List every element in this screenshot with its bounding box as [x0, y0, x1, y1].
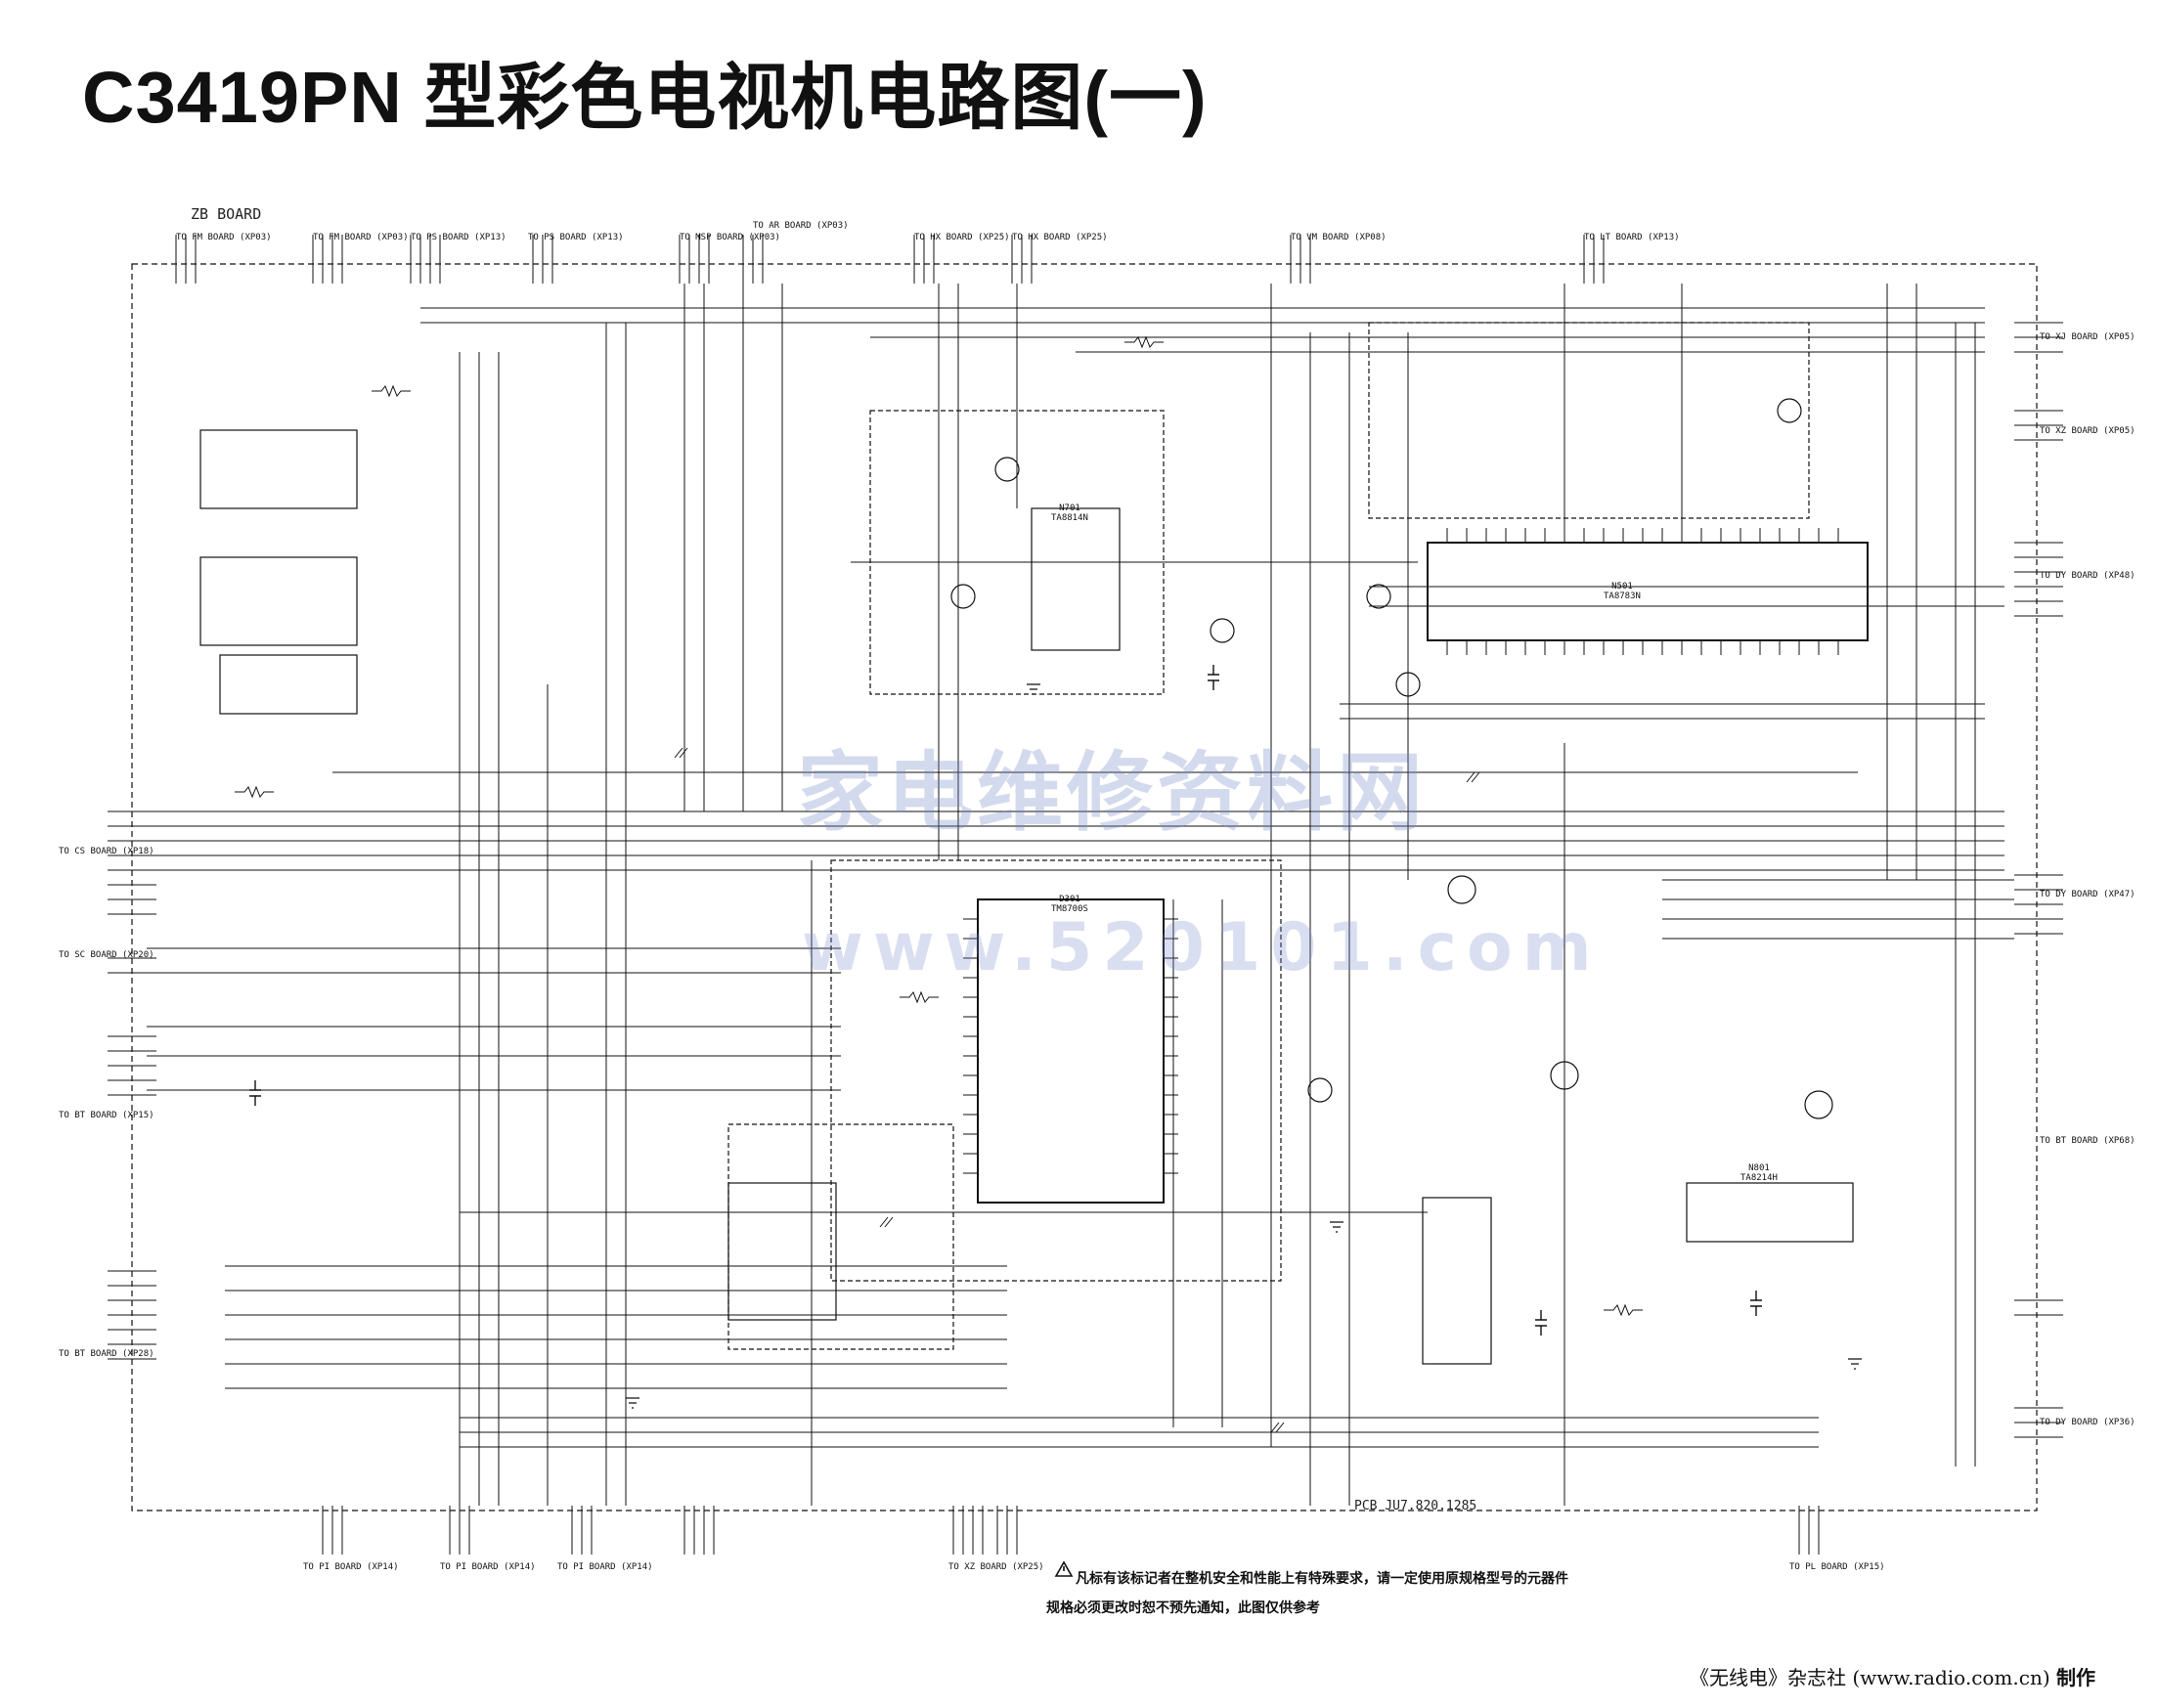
ic-n701 — [1031, 507, 1121, 651]
tuner-block-1 — [199, 429, 358, 509]
connector-label-right-6: TO DY BOARD (XP36) — [2040, 1418, 2136, 1427]
sound-section — [727, 1123, 954, 1350]
credit-url: (www.radio.com.cn) — [1852, 1666, 2050, 1689]
connector-label-top-4: TO PS BOARD (XP13) — [528, 233, 624, 242]
notes: 凡标有该标记者在整机安全和性能上有特殊要求，请一定使用原规格型号的元器件 规格必… — [1046, 1564, 1568, 1623]
credit-publisher: 《无线电》杂志社 — [1689, 1666, 1846, 1689]
connector-label-top-5: TO MSP BOARD (XP03) — [680, 233, 780, 242]
connector-label-right-2: TO XZ BOARD (XP05) — [2040, 426, 2136, 436]
connector-label-bottom-4: TO XZ BOARD (XP25) — [948, 1562, 1044, 1572]
ic-n801 — [1686, 1182, 1854, 1243]
note-line-1: 凡标有该标记者在整机安全和性能上有特殊要求，请一定使用原规格型号的元器件 — [1076, 1571, 1568, 1587]
video-section — [869, 410, 1165, 695]
note-line-2: 规格必须更改时恕不预先通知，此图仅供参考 — [1046, 1600, 1320, 1616]
connector-label-left-4: TO BT BOARD (XP28) — [59, 1349, 154, 1359]
tuner-block-3 — [219, 654, 358, 715]
credit-suffix: 制作 — [2056, 1666, 2095, 1689]
tuner-block-2 — [199, 556, 358, 646]
ic-d301 — [977, 898, 1165, 1204]
connector-label-right-5: TO BT BOARD (XP68) — [2040, 1136, 2136, 1146]
connector-label-right-3: TO DY BOARD (XP48) — [2040, 571, 2136, 581]
board-name: ZB BOARD — [191, 205, 262, 223]
ic-n501 — [1427, 542, 1869, 641]
connector-label-top-2: TO FM BOARD (XP03) — [313, 233, 409, 242]
connector-label-bottom-2: TO PI BOARD (XP14) — [440, 1562, 536, 1572]
page-title: C3419PN 型彩色电视机电路图(一) — [82, 57, 1208, 138]
credit: 《无线电》杂志社 (www.radio.com.cn) 制作 — [1690, 1662, 2095, 1690]
connector-label-bottom-1: TO PI BOARD (XP14) — [303, 1562, 399, 1572]
connector-label-top-1: TO FM BOARD (XP03) — [176, 233, 272, 242]
connector-label-left-2: TO SC BOARD (XP20) — [59, 950, 154, 960]
connector-label-top-8: TO HX BOARD (XP25) — [1012, 233, 1108, 242]
connector-label-right-4: TO DY BOARD (XP47) — [2040, 890, 2136, 899]
connector-label-top-7: TO HX BOARD (XP25) — [914, 233, 1010, 242]
connector-label-bottom-5: TO PL BOARD (XP15) — [1789, 1562, 1885, 1572]
pcb-number: PCB JU7.820.1285 — [1354, 1499, 1477, 1513]
watermark-url: www.520101.com — [802, 909, 1602, 986]
connector-label-bottom-3: TO PI BOARD (XP14) — [557, 1562, 653, 1572]
watermark-text: 家电维修资料网 — [797, 742, 1428, 843]
warning-triangle-icon — [1054, 1560, 1074, 1577]
audio-section — [830, 859, 1282, 1282]
connector-label-top-10: TO LT BOARD (XP13) — [1584, 233, 1680, 242]
connector-label-left-3: TO BT BOARD (XP15) — [59, 1111, 154, 1120]
connector-label-top-9: TO VM BOARD (XP08) — [1291, 233, 1387, 242]
connector-label-left-1: TO CS BOARD (XP18) — [59, 847, 154, 856]
connector-label-top-3: TO PS BOARD (XP13) — [411, 233, 506, 242]
connector-label-top-6: TO AR BOARD (XP03) — [753, 221, 849, 231]
ic-small-2 — [727, 1182, 837, 1321]
connector-label-right-1: TO XJ BOARD (XP05) — [2040, 332, 2136, 342]
board-outline — [131, 263, 2038, 1511]
ic-small-1 — [1422, 1197, 1492, 1365]
